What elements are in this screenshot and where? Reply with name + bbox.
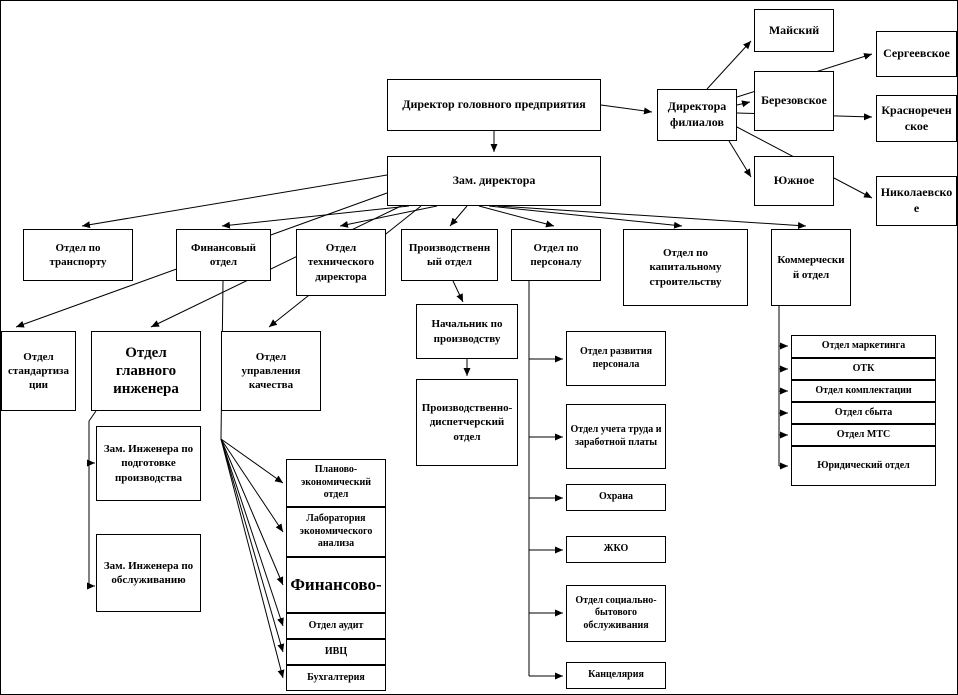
node-director: Директор головного предприятия xyxy=(387,79,601,131)
node-mts-dept: Отдел МТС xyxy=(791,424,936,446)
node-finance-division: Финансово- xyxy=(286,557,386,613)
node-dept-finance: Финансовый отдел xyxy=(176,229,271,281)
node-ivc-dept: ИВЦ xyxy=(286,639,386,665)
node-procurement-dept: Отдел комплектации xyxy=(791,380,936,402)
node-dept-transport: Отдел по транспорту xyxy=(23,229,133,281)
node-dept-standardization: Отдел стандартизации xyxy=(1,331,76,411)
node-deputy-engineer-service: Зам. Инженера по обслуживанию xyxy=(96,534,201,612)
node-dept-chief-engineer: Отдел главного инженера xyxy=(91,331,201,411)
node-branch-sergeevskoe: Сергеевское xyxy=(876,31,957,77)
node-dept-production: Производственный отдел xyxy=(401,229,498,281)
node-accounting-dept: Бухгалтерия xyxy=(286,665,386,691)
node-dept-personnel: Отдел по персоналу xyxy=(511,229,601,281)
node-branch-krasnorechenskoe: Краснореченское xyxy=(876,95,957,142)
node-personnel-development: Отдел развития персонала xyxy=(566,331,666,386)
node-sales-dept: Отдел сбыта xyxy=(791,402,936,424)
node-deputy-engineer-preparation: Зам. Инженера по подготовке производства xyxy=(96,426,201,501)
node-chancellery: Канцелярия xyxy=(566,662,666,689)
node-branch-yuzhnoe: Южное xyxy=(754,156,834,206)
node-branch-nikolaevskoe: Николаевское xyxy=(876,176,957,226)
node-dispatch-dept: Производственно-диспетчерский отдел xyxy=(416,379,518,466)
node-dept-tech-director: Отдел технического директора xyxy=(296,229,386,296)
node-dept-quality: Отдел управления качества xyxy=(221,331,321,411)
node-dept-capital-construction: Отдел по капитальному строительству xyxy=(623,229,748,306)
node-security-dept: Охрана xyxy=(566,484,666,511)
node-dept-commercial: Коммерческий отдел xyxy=(771,229,851,306)
node-economic-analysis-lab: Лаборатория экономического анализа xyxy=(286,507,386,557)
node-otk-dept: ОТК xyxy=(791,358,936,380)
node-planning-economic-dept: Планово-экономический отдел xyxy=(286,459,386,507)
node-marketing-dept: Отдел маркетинга xyxy=(791,335,936,358)
node-deputy-director: Зам. директора xyxy=(387,156,601,206)
node-branch-maysky: Майский xyxy=(754,9,834,52)
node-zhko-dept: ЖКО xyxy=(566,536,666,563)
node-production-chief: Начальник по производству xyxy=(416,304,518,359)
node-branch-directors: Директора филиалов xyxy=(657,89,737,141)
node-legal-dept: Юридический отдел xyxy=(791,446,936,486)
node-branch-berezovskoe: Березовское xyxy=(754,71,834,131)
node-labor-wages-dept: Отдел учета труда и заработной платы xyxy=(566,404,666,469)
node-social-services-dept: Отдел социально-бытового обслуживания xyxy=(566,585,666,642)
node-audit-dept: Отдел аудит xyxy=(286,613,386,639)
